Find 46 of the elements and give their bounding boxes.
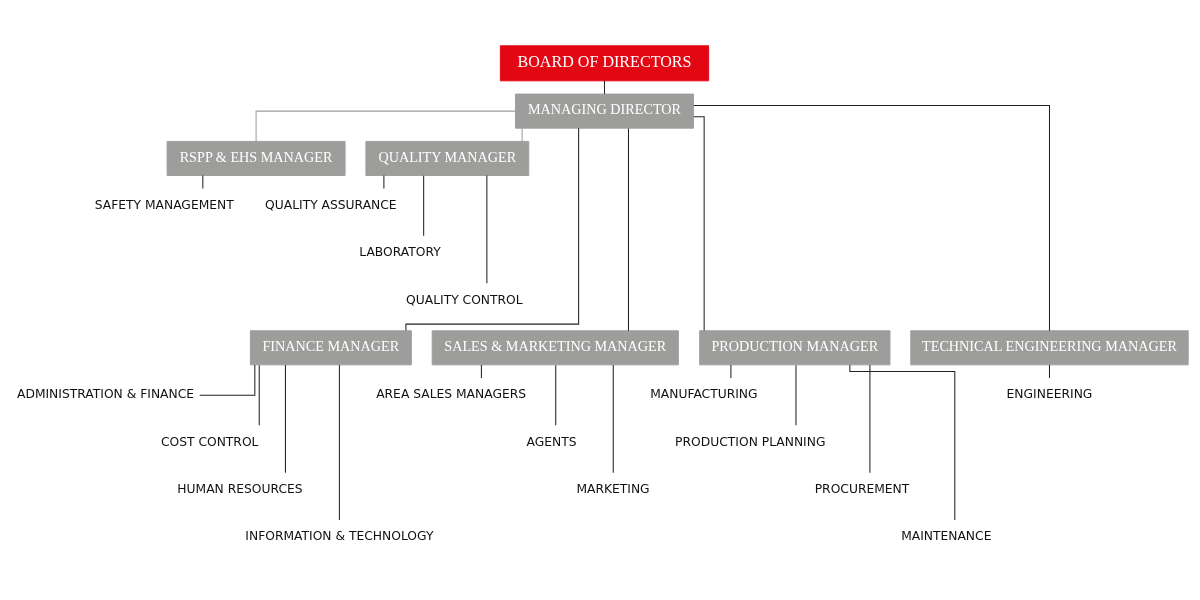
- connector: [612, 364, 614, 474]
- connector: [521, 127, 523, 142]
- connector: [693, 116, 705, 331]
- connector: [423, 175, 425, 237]
- node-text: ADMINISTRATION & FINANCE: [17, 387, 195, 402]
- node-box: TECHNICAL ENGINEERING MANAGER: [910, 330, 1189, 366]
- node-text: PROCUREMENT: [814, 482, 910, 497]
- node-text: MARKETING: [576, 482, 650, 497]
- connector: [555, 364, 557, 426]
- connector: [693, 104, 1050, 332]
- node-box: SALES & MARKETING MANAGER: [431, 330, 679, 366]
- node-text: INFORMATION & TECHNOLOGY: [245, 529, 434, 544]
- node-text: AGENTS: [526, 434, 577, 449]
- connector: [258, 364, 260, 426]
- connector: [255, 110, 516, 142]
- node-box: MANAGING DIRECTOR: [515, 93, 694, 129]
- node-text: LABORATORY: [359, 245, 441, 260]
- node-text: COST CONTROL: [160, 434, 259, 449]
- connector: [604, 80, 605, 95]
- connector: [627, 128, 629, 332]
- connector: [869, 364, 871, 474]
- node-text: QUALITY CONTROL: [406, 292, 523, 307]
- node-text: HUMAN RESOURCES: [177, 482, 303, 497]
- node-text: MAINTENANCE: [901, 529, 992, 544]
- node-box: FINANCE MANAGER: [249, 330, 412, 366]
- connector: [486, 175, 488, 284]
- connector: [480, 364, 482, 379]
- connector: [202, 175, 204, 190]
- connector: [730, 364, 732, 379]
- node-box: BOARD OF DIRECTORS: [499, 45, 710, 82]
- node-box: RSPP & EHS MANAGER: [166, 140, 346, 176]
- connector: [383, 175, 385, 190]
- connector: [405, 127, 580, 332]
- node-text: QUALITY ASSURANCE: [265, 198, 397, 213]
- connector: [338, 364, 340, 521]
- node-text: PRODUCTION PLANNING: [675, 434, 826, 449]
- node-text: MANUFACTURING: [650, 387, 758, 402]
- node-text: ENGINEERING: [1006, 387, 1093, 402]
- connector: [199, 364, 256, 396]
- node-box: QUALITY MANAGER: [365, 140, 530, 176]
- node-box: PRODUCTION MANAGER: [699, 330, 891, 366]
- connector: [1048, 364, 1050, 379]
- node-text: SAFETY MANAGEMENT: [94, 198, 234, 213]
- node-text: AREA SALES MANAGERS: [376, 387, 527, 402]
- connector: [284, 364, 286, 474]
- connector: [849, 364, 956, 521]
